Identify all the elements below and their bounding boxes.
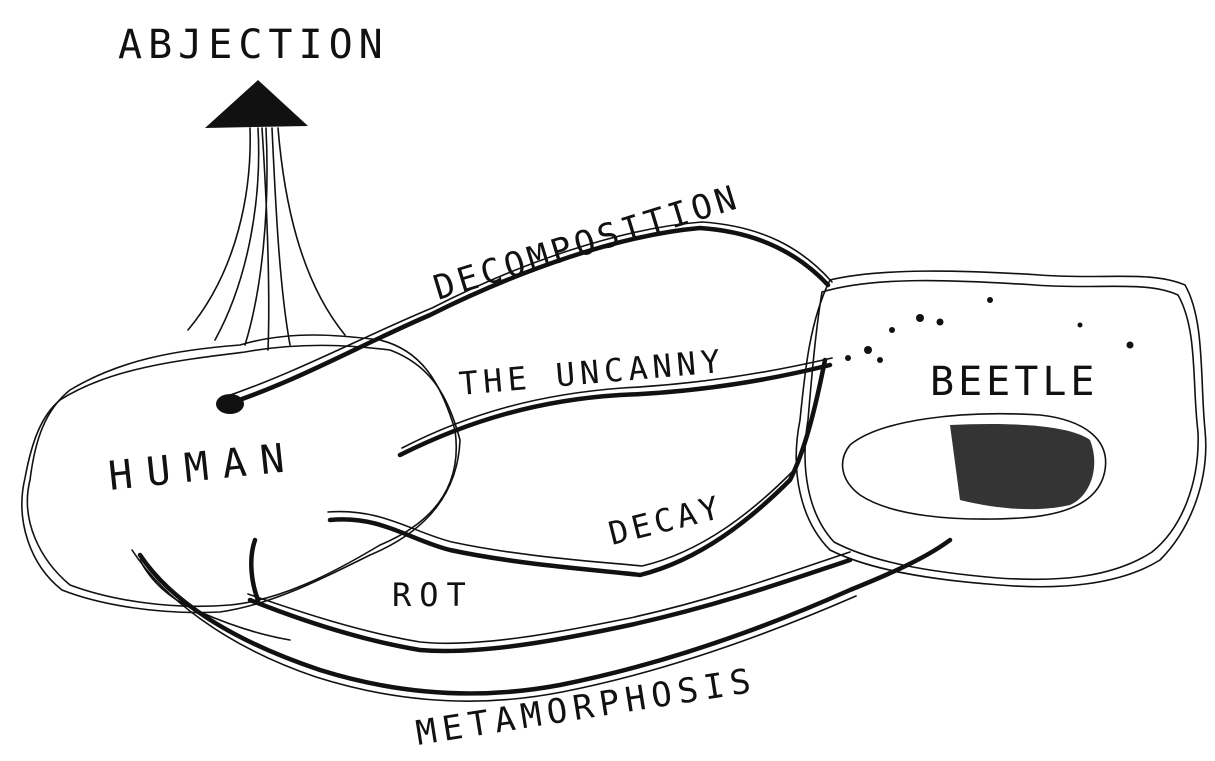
metamorphosis-label: METAMORPHOSIS [413,661,759,754]
rot-label: ROT [392,576,474,614]
beetle-region [796,271,1206,587]
decomposition-label: DECOMPOSITION [429,177,745,308]
beetle-label: BEETLE [930,359,1099,405]
human-label: HUMAN [106,434,300,500]
human-marker [251,540,258,600]
the-uncanny-label: THE UNCANNY [457,342,726,403]
abjection-label: ABJECTION [118,22,389,68]
abjection-arrow [188,80,345,350]
